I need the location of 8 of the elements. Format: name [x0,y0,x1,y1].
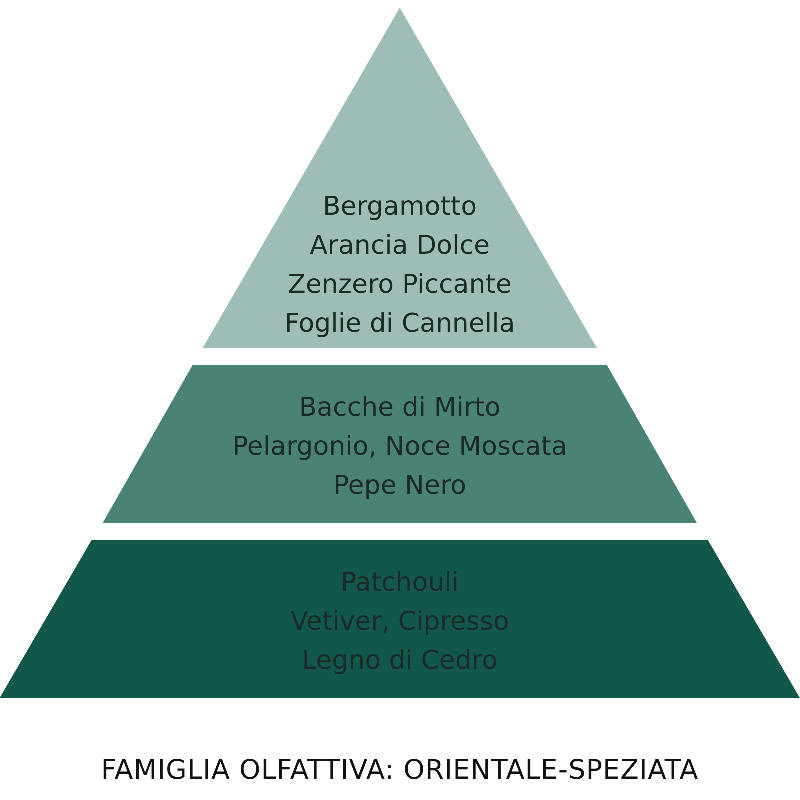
note-text: Arancia Dolce [310,230,490,263]
note-text: Pelargonio, Noce Moscata [232,431,568,464]
note-text: Zenzero Piccante [288,269,512,302]
caption: FAMIGLIA OLFATTIVA: ORIENTALE-SPEZIATA [101,755,699,786]
note-text: Pepe Nero [334,470,466,503]
note-text: Foglie di Cannella [284,308,516,341]
note-text: Bacche di Mirto [299,392,501,425]
note-text: Bergamotto [322,191,478,224]
